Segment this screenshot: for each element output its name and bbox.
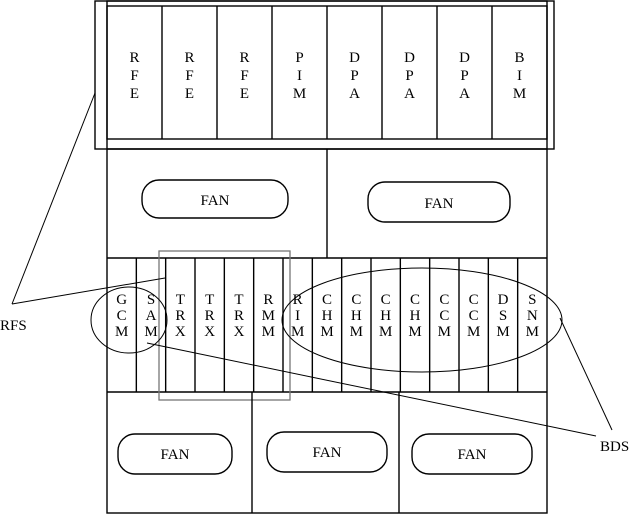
fan-bottom-right — [411, 433, 533, 475]
fan-middle-right — [367, 181, 511, 223]
trx-highlight-box — [158, 250, 291, 401]
fan-middle-left-label: FAN — [201, 193, 230, 209]
fan-bottom-middle — [266, 431, 388, 473]
fan-bottom-right-label: FAN — [458, 447, 487, 463]
bds-label: BDS — [600, 439, 629, 455]
rfs-leader-top — [11, 92, 96, 305]
bds-cards-ellipse — [281, 267, 563, 373]
fan-bottom-left-label: FAN — [161, 447, 190, 463]
fan-middle-left — [141, 179, 289, 219]
fan-bottom-left — [117, 433, 233, 475]
rfs-highlight-box — [94, 0, 555, 150]
bds-leader-left — [146, 342, 597, 437]
fan-bottom-middle-label: FAN — [313, 445, 342, 461]
fan-middle-right-label: FAN — [425, 196, 454, 212]
gcm-sam-ellipse — [90, 286, 168, 354]
top-shelf-slot-dividers — [161, 6, 493, 139]
rfs-label: RFS — [0, 318, 27, 334]
bds-leader-right — [559, 317, 613, 431]
rfs-leader-bottom — [11, 277, 166, 305]
